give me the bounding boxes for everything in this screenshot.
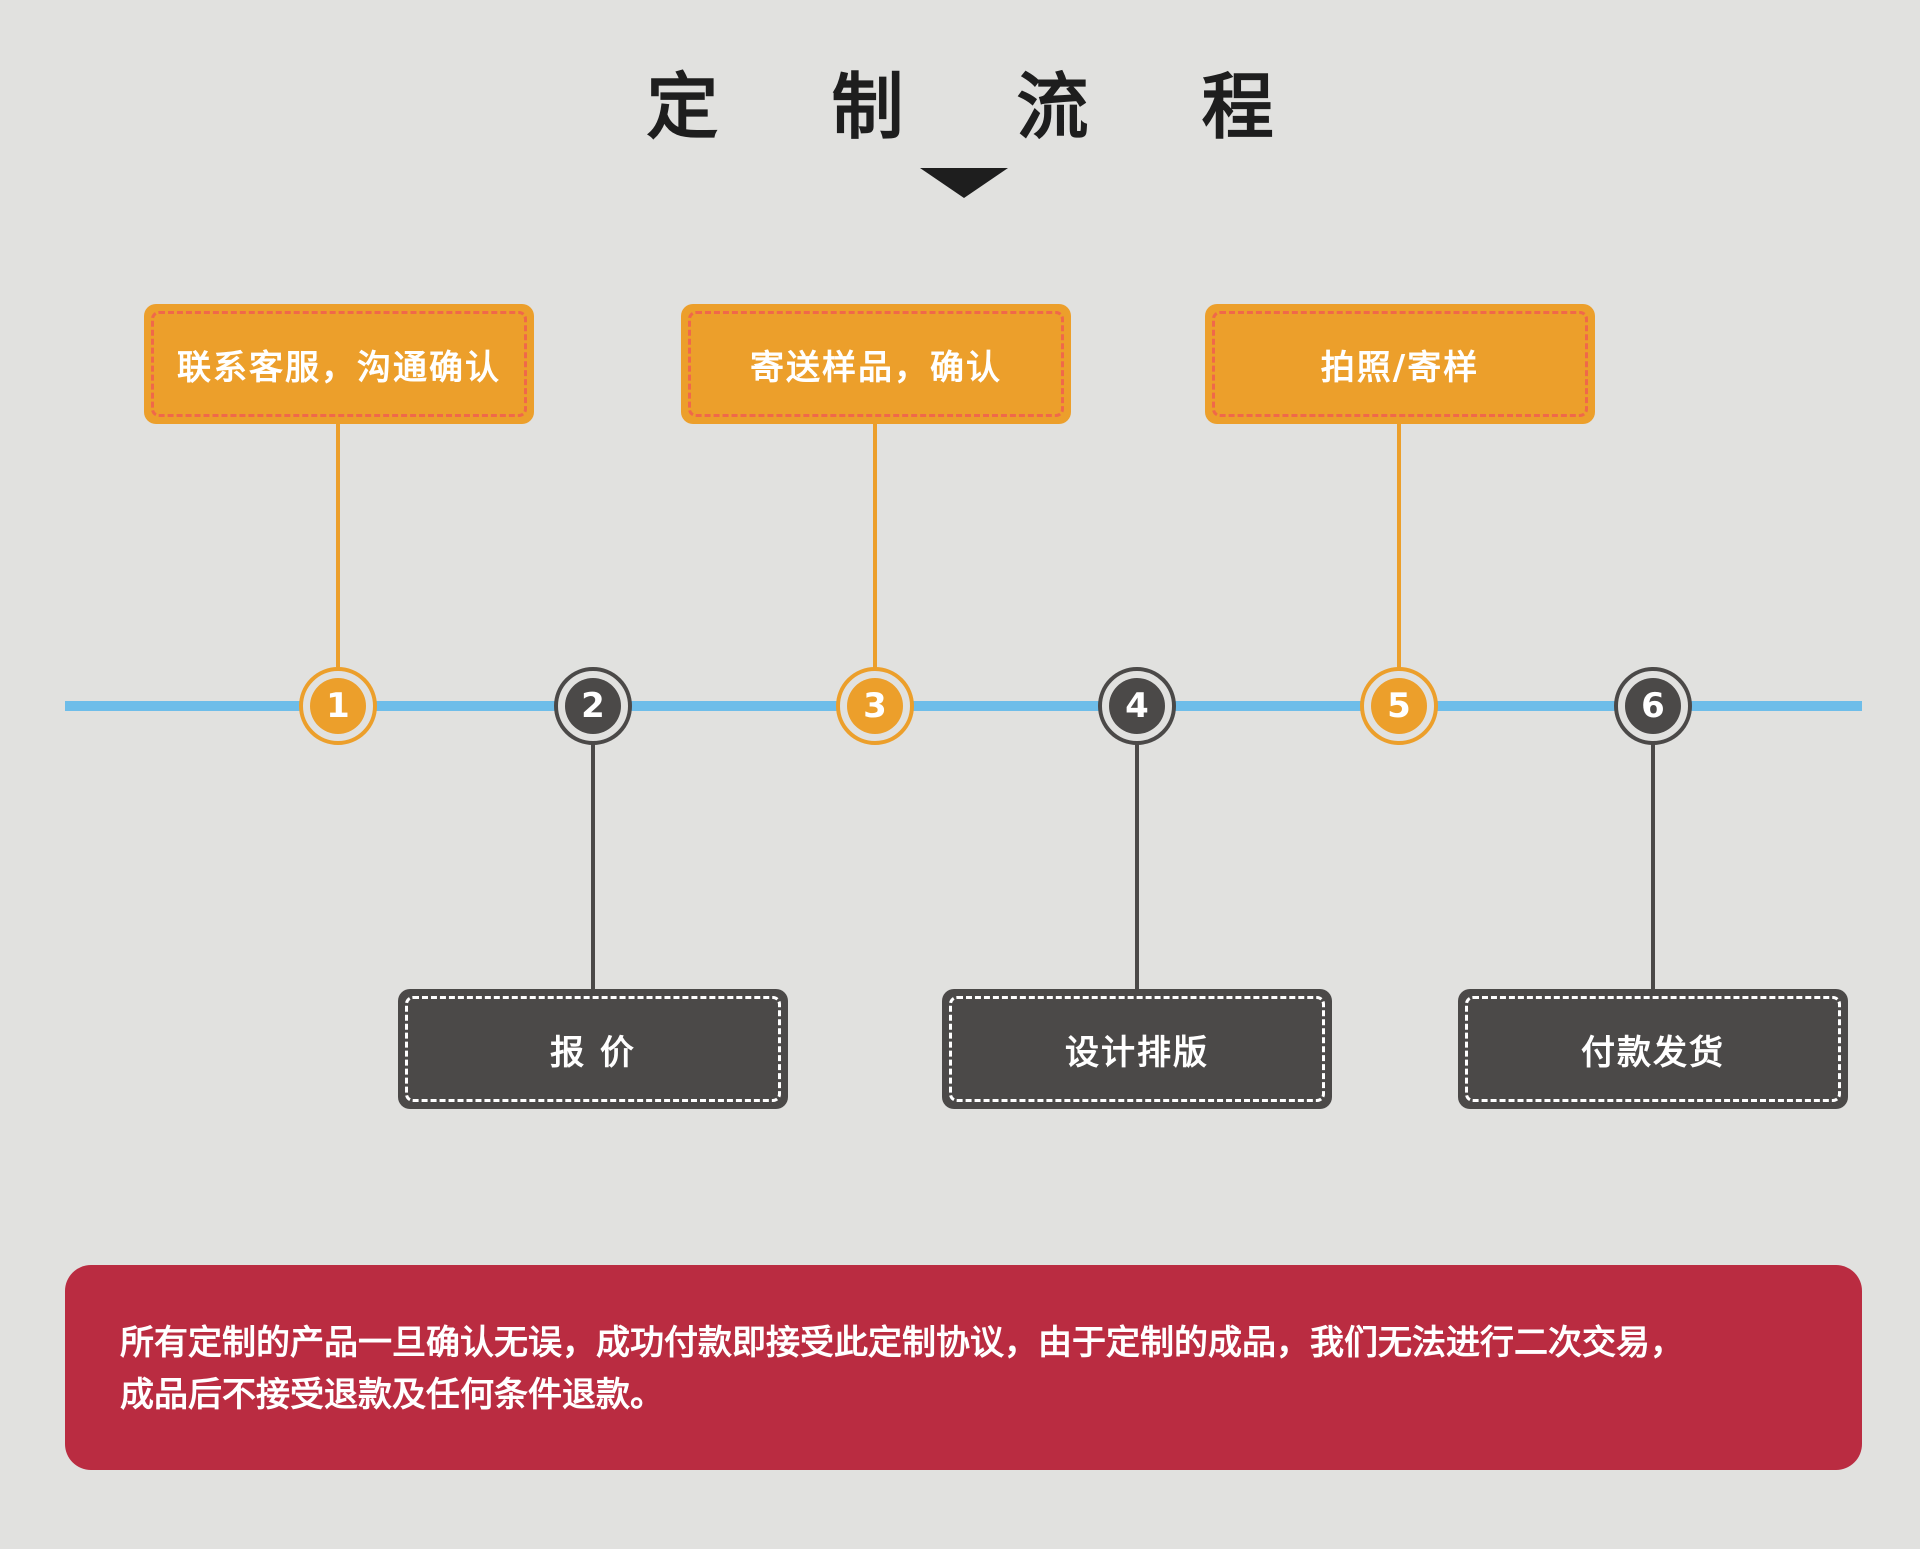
step-6-label: 付款发货 <box>1465 996 1841 1102</box>
step-5-label: 拍照/寄样 <box>1212 311 1588 417</box>
connector-4 <box>1135 710 1139 993</box>
step-1-number: 1 <box>310 678 366 734</box>
step-3-label-box: 寄送样品，确认 <box>681 304 1071 424</box>
step-5-label-box: 拍照/寄样 <box>1205 304 1595 424</box>
step-1-label-box: 联系客服，沟通确认 <box>144 304 534 424</box>
step-5-circle: 5 <box>1360 667 1438 745</box>
step-4-circle: 4 <box>1098 667 1176 745</box>
connector-3 <box>873 422 877 702</box>
step-4-label: 设计排版 <box>949 996 1325 1102</box>
notice-text: 所有定制的产品一旦确认无误，成功付款即接受此定制协议，由于定制的成品，我们无法进… <box>120 1323 1684 1415</box>
step-6-circle: 6 <box>1614 667 1692 745</box>
connector-2 <box>591 710 595 993</box>
connector-5 <box>1397 422 1401 702</box>
step-4-number: 4 <box>1109 678 1165 734</box>
step-2-label-box: 报 价 <box>398 989 788 1109</box>
step-3-label: 寄送样品，确认 <box>688 311 1064 417</box>
step-2-circle: 2 <box>554 667 632 745</box>
step-1-label: 联系客服，沟通确认 <box>151 311 527 417</box>
step-2-label: 报 价 <box>405 996 781 1102</box>
notice-box: 所有定制的产品一旦确认无误，成功付款即接受此定制协议，由于定制的成品，我们无法进… <box>65 1265 1862 1470</box>
connector-6 <box>1651 710 1655 993</box>
connector-1 <box>336 422 340 702</box>
timeline-line <box>65 701 1862 711</box>
page-title: 定 制 流 程 <box>646 65 1318 149</box>
step-3-circle: 3 <box>836 667 914 745</box>
step-1-circle: 1 <box>299 667 377 745</box>
step-5-number: 5 <box>1371 678 1427 734</box>
step-3-number: 3 <box>847 678 903 734</box>
down-arrow-icon <box>920 168 1008 198</box>
step-6-label-box: 付款发货 <box>1458 989 1848 1109</box>
step-6-number: 6 <box>1625 678 1681 734</box>
step-4-label-box: 设计排版 <box>942 989 1332 1109</box>
step-2-number: 2 <box>565 678 621 734</box>
